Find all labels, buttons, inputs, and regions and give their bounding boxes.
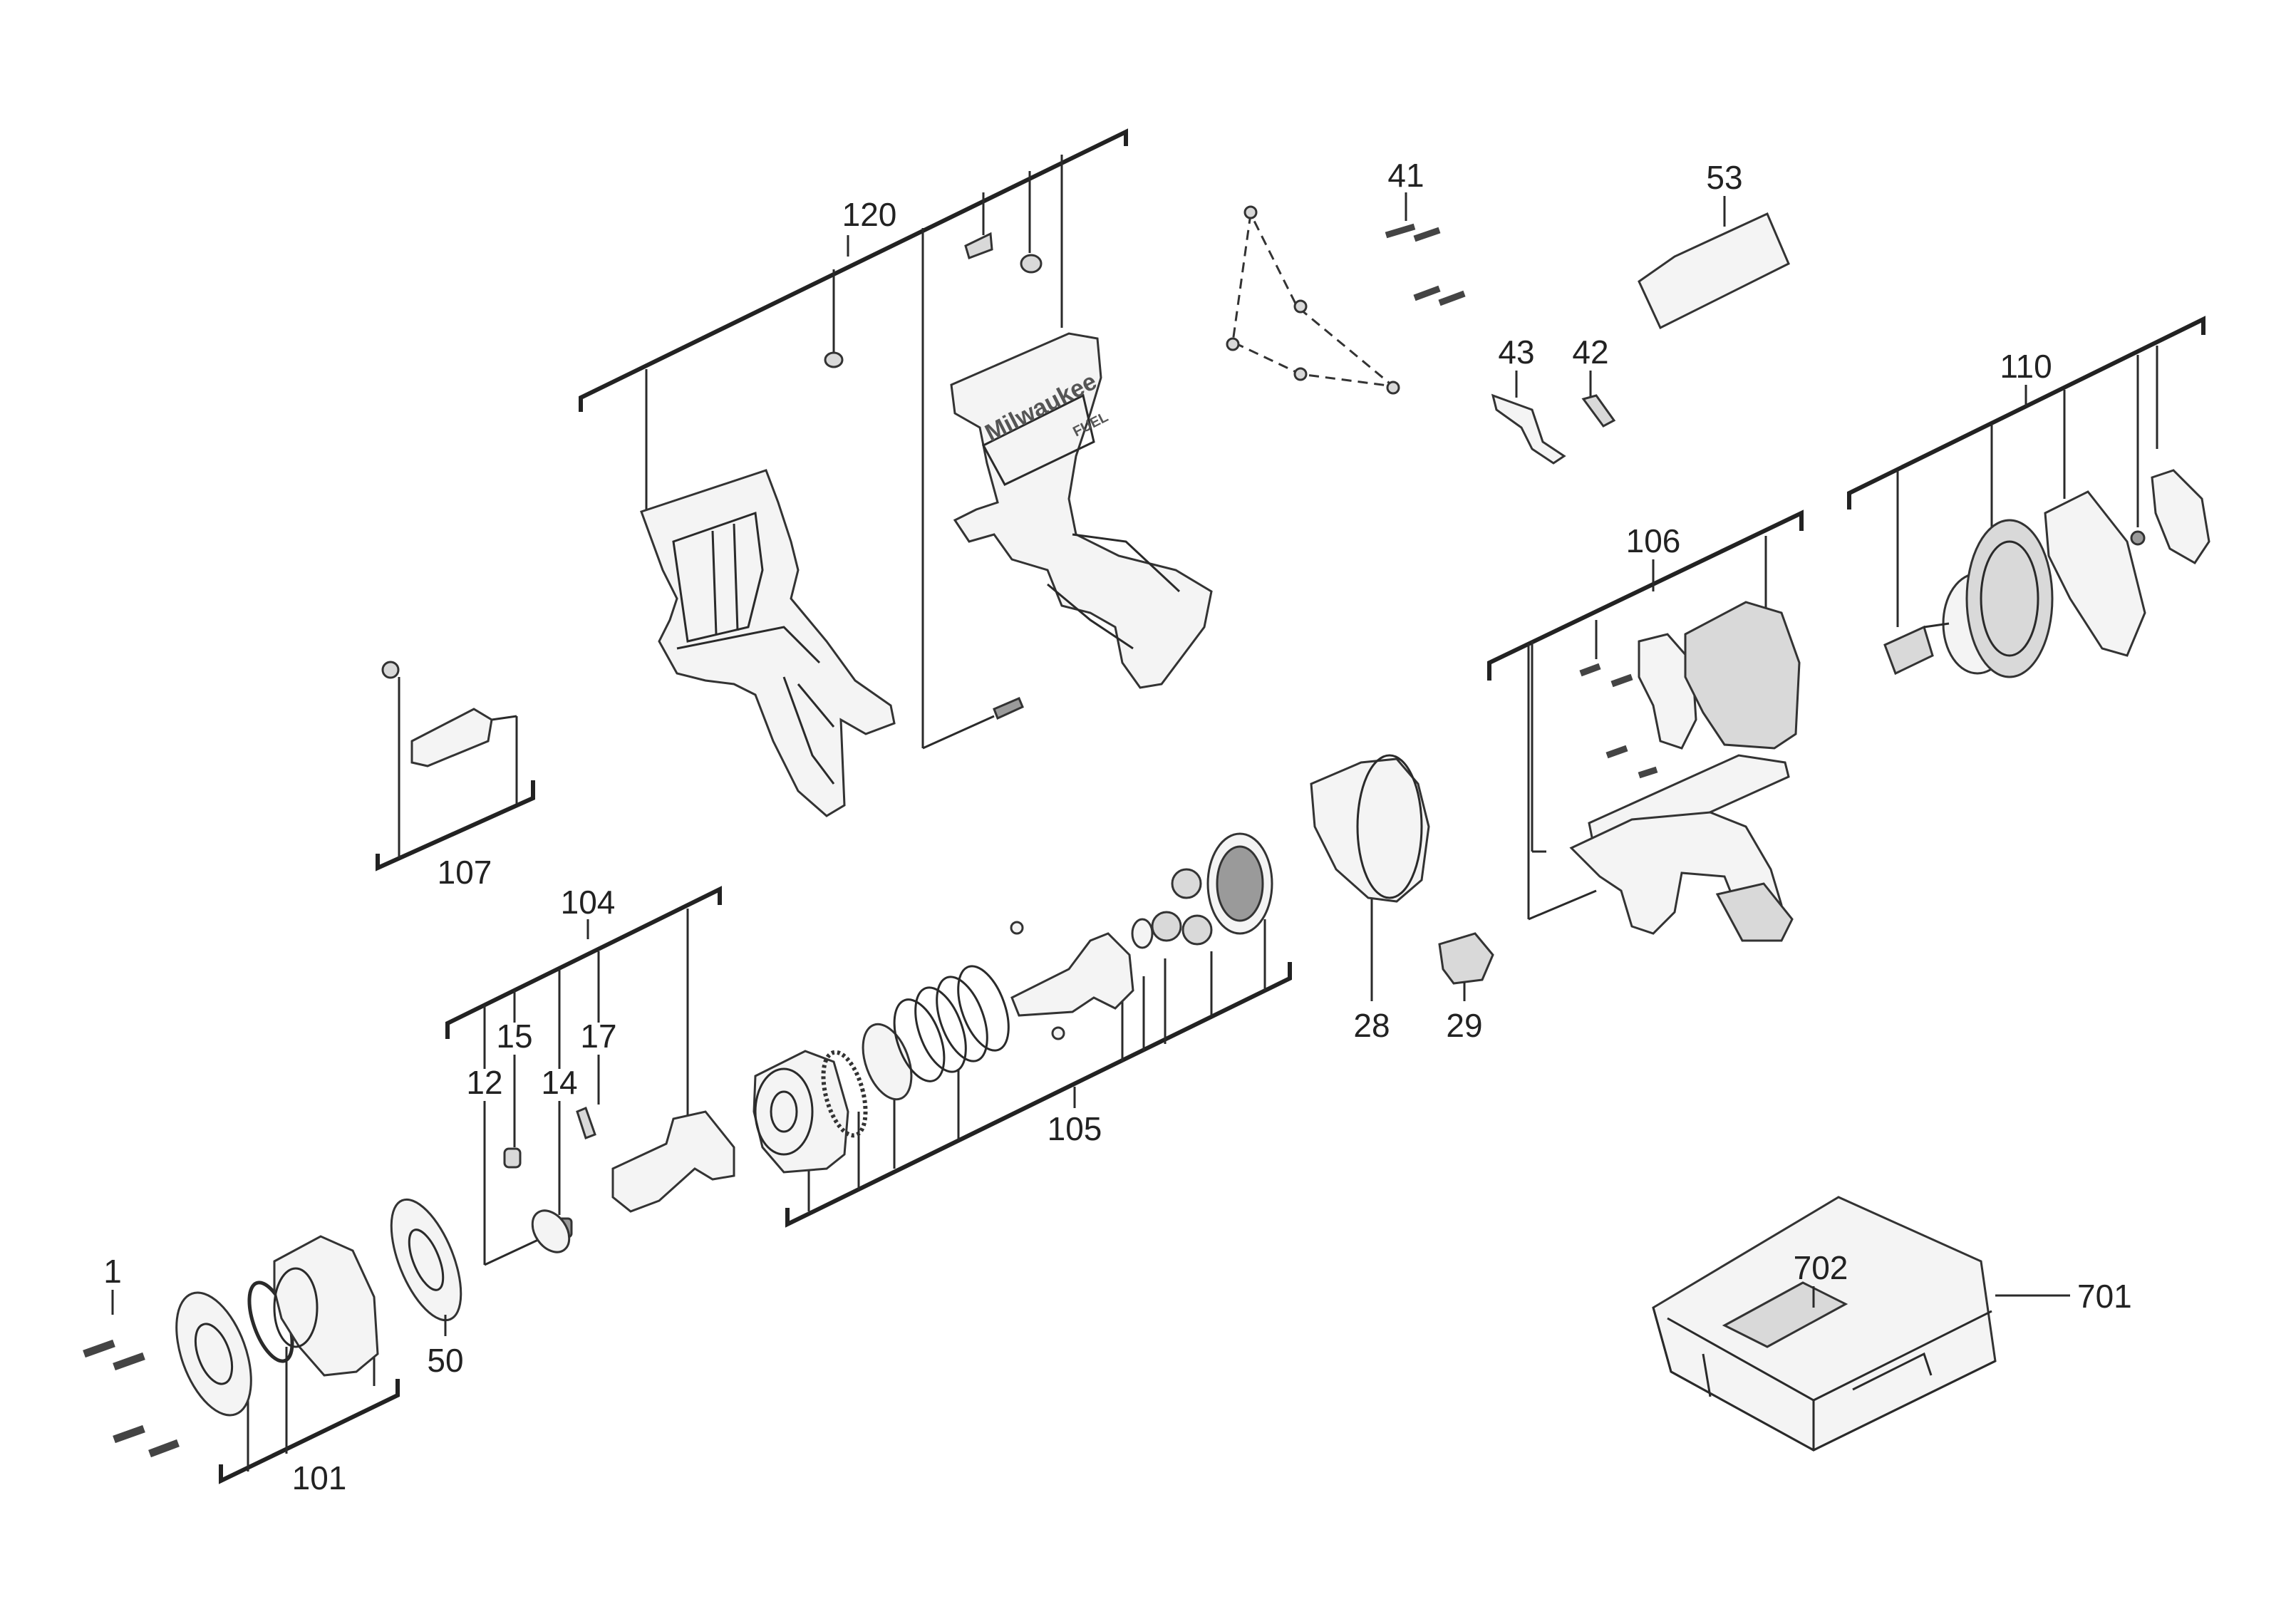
- assembly-110-motor: [1847, 316, 2210, 678]
- anvil: [611, 1110, 735, 1213]
- left-housing-half: [640, 469, 896, 817]
- label-plate: [1638, 212, 1790, 330]
- parts-28-29: [1310, 754, 1494, 1001]
- electronics-housing: [1684, 601, 1801, 750]
- pin-17: [576, 1107, 596, 1139]
- callout-50: 50: [427, 1342, 463, 1379]
- callout-101: 101: [292, 1459, 347, 1496]
- bracket-120: [579, 128, 1128, 412]
- nut-part: [824, 351, 844, 368]
- switch-cover: [410, 708, 493, 767]
- bracket-104: [445, 886, 722, 1039]
- assembly-101-front: [83, 1235, 400, 1484]
- callout-28: 28: [1353, 1007, 1390, 1044]
- screw-cluster: [1226, 205, 1400, 395]
- callout-107: 107: [438, 854, 492, 891]
- label-plate-53: [1638, 196, 1790, 330]
- callout-29: 29: [1446, 1007, 1482, 1044]
- o-ring-12: [531, 1209, 571, 1253]
- motor-cover: [2151, 469, 2210, 564]
- spring-contact: [1491, 393, 1566, 465]
- assembly-104-anvil: [445, 886, 735, 1266]
- bracket-105: [785, 962, 1292, 1228]
- assembly-106-electronics: [1487, 510, 1804, 942]
- callout-15: 15: [496, 1018, 532, 1055]
- sensor-board: [1638, 633, 1697, 750]
- pin-part: [993, 697, 1024, 720]
- callout-43: 43: [1498, 333, 1534, 371]
- lamp-lens: [1438, 932, 1494, 985]
- gear-case: [273, 1235, 379, 1377]
- parts-43-42: [1491, 371, 1616, 465]
- hammer-spring: [893, 965, 1010, 1082]
- callout-42: 42: [1572, 333, 1608, 371]
- planet-gear-1: [1151, 911, 1182, 942]
- planet-gear-2: [1171, 868, 1202, 899]
- planet-gear-3: [1181, 914, 1213, 946]
- spindle: [1010, 932, 1134, 1017]
- hammer: [753, 1050, 849, 1174]
- hammer-washer: [862, 1023, 913, 1101]
- callout-41: 41: [1387, 157, 1424, 194]
- washer-50: [390, 1198, 462, 1336]
- callout-701: 701: [2077, 1278, 2132, 1315]
- assembly-105-hammer: [753, 832, 1292, 1228]
- callout-120: 120: [842, 196, 897, 233]
- carry-case: [1652, 1196, 2070, 1452]
- bracket-106: [1487, 510, 1804, 681]
- callout-104: 104: [561, 884, 616, 921]
- stator-fan: [1965, 519, 2054, 678]
- ball-15: [503, 1147, 522, 1169]
- spindle-washer: [1131, 918, 1154, 949]
- callout-106: 106: [1626, 522, 1681, 559]
- callout-702: 702: [1794, 1249, 1848, 1286]
- callout-17: 17: [580, 1018, 616, 1055]
- callout-105: 105: [1048, 1110, 1102, 1147]
- clip-part: [964, 232, 993, 259]
- motor-shroud: [1310, 757, 1430, 903]
- screws-41: [1385, 192, 1466, 306]
- washer: [390, 1198, 462, 1322]
- front-cap: [175, 1291, 252, 1417]
- assembly-120-housing: Milwaukee FUEL: [579, 128, 1213, 817]
- callout-110: 110: [2000, 348, 2052, 385]
- callout-14: 14: [541, 1064, 577, 1101]
- callout-1: 1: [103, 1253, 122, 1290]
- carry-case-body: [1652, 1196, 1997, 1452]
- bracket-101: [219, 1379, 400, 1484]
- motor-sleeve: [1883, 625, 1934, 676]
- contact-block: [1715, 882, 1794, 942]
- small-insert: [1581, 394, 1616, 428]
- callout-53: 53: [1706, 159, 1742, 196]
- callout-12: 12: [466, 1064, 502, 1101]
- nut-part-2: [1020, 254, 1043, 274]
- assembly-107: [376, 661, 535, 872]
- case-insert: [1722, 1281, 1848, 1348]
- callout-labels: 1 12 14 15 17 28 29 41 42 43 50 53 101 1…: [103, 157, 2132, 1496]
- bracket-107: [376, 780, 535, 872]
- motor-end-plate: [2044, 490, 2146, 657]
